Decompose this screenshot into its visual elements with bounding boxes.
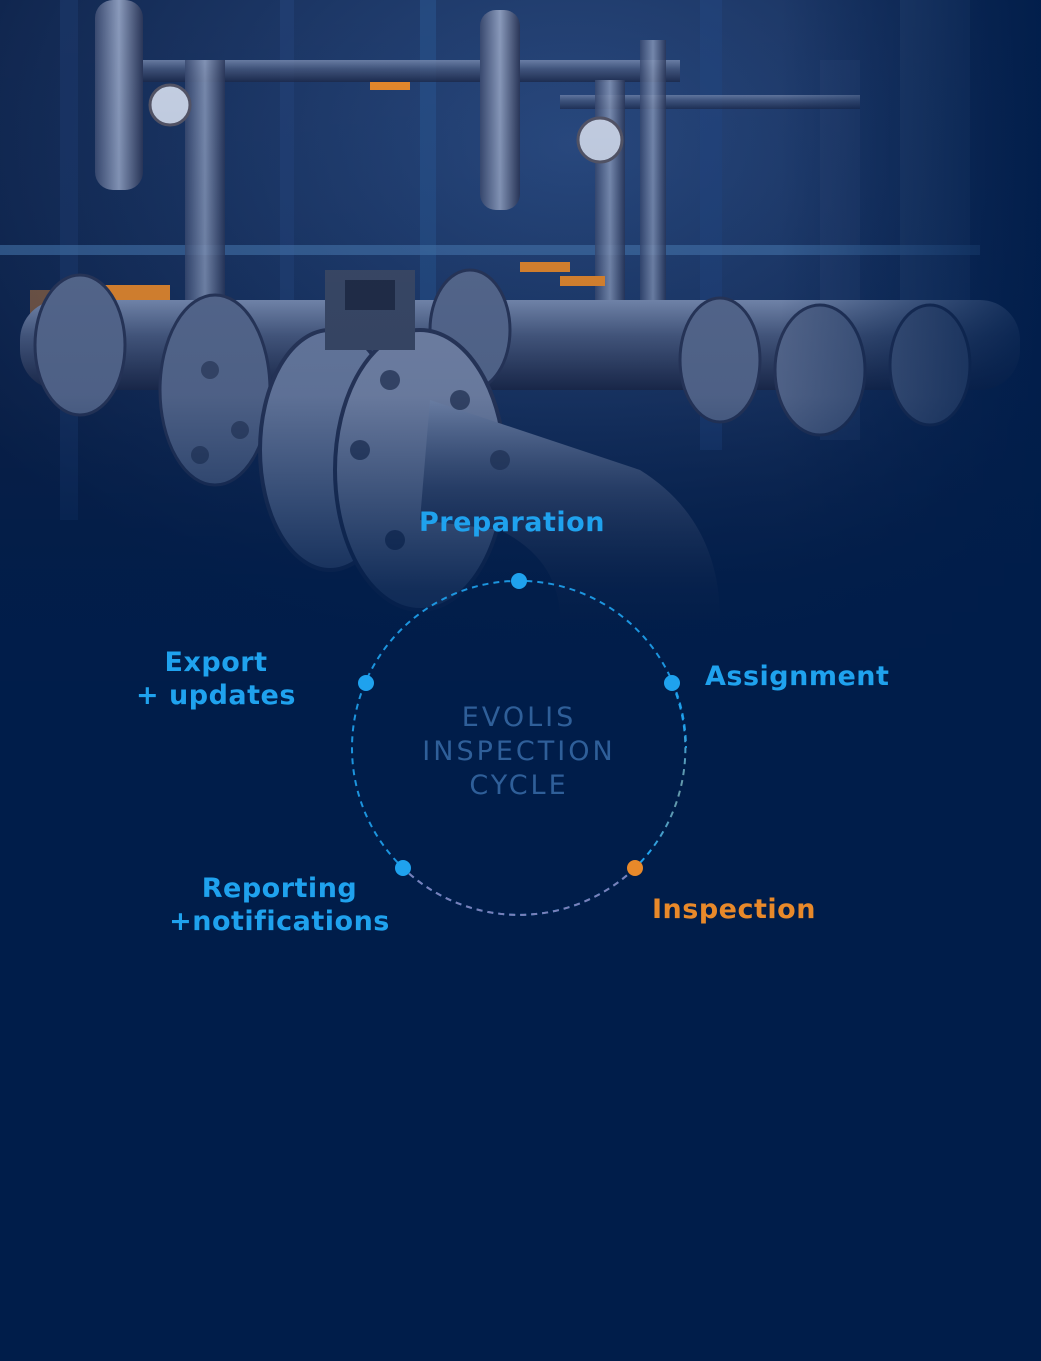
cycle-ring-right: [634, 682, 687, 869]
cycle-ring-bottom: [402, 867, 636, 916]
node-export: [358, 675, 374, 691]
cycle-title: EVOLIS INSPECTION CYCLE: [422, 702, 616, 801]
stage-preparation: Preparation: [419, 507, 605, 538]
node-reporting: [395, 860, 411, 876]
industrial-pipes-photo: [0, 0, 1041, 720]
node-inspection: [627, 860, 643, 876]
stage-assignment: Assignment: [705, 661, 890, 692]
node-preparation: [511, 573, 527, 589]
stage-reporting: Reporting +notifications: [169, 873, 390, 937]
stage-inspection: Inspection: [652, 894, 816, 925]
node-assignment: [664, 675, 680, 691]
stage-export: Export + updates: [136, 647, 296, 711]
